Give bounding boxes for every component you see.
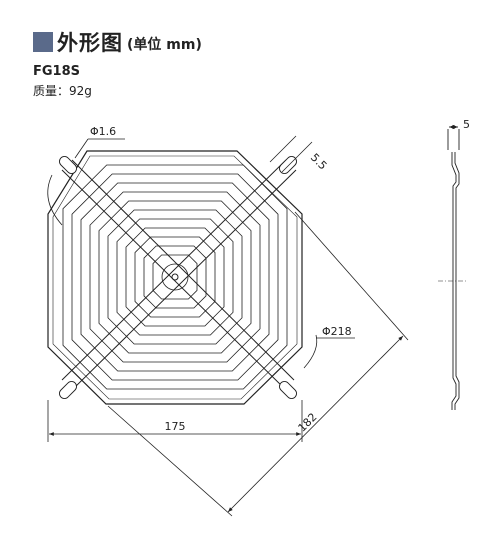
guard-ring — [107, 209, 243, 345]
depth-label: 5 — [463, 118, 470, 131]
mass-label: 质量：92g — [33, 84, 92, 98]
ring-diameter-callout — [303, 334, 355, 369]
guard-ring — [71, 173, 279, 381]
slot-width-callout — [269, 135, 313, 173]
wire-diameter-callout — [47, 138, 125, 226]
diagonal-dimension — [107, 211, 409, 517]
page-title: 外形图 — [57, 31, 123, 55]
width-label: 175 — [165, 420, 186, 433]
header-bullet — [33, 32, 53, 52]
cross-wires — [61, 159, 297, 391]
guard-ring — [125, 227, 225, 327]
guard-ring — [134, 236, 216, 318]
guard-ring — [80, 182, 270, 372]
guard-ring — [89, 191, 261, 363]
frame-outline — [47, 150, 303, 405]
section-header: 外形图 (单位 mm) — [33, 30, 202, 55]
unit-label: (单位 mm) — [127, 37, 202, 53]
guard-rings — [62, 164, 288, 390]
guard-ring — [152, 254, 198, 300]
side-view — [438, 124, 466, 410]
guard-ring — [62, 164, 288, 390]
wire-diameter-label: Φ1.6 — [90, 125, 116, 138]
ring-diameter-label: Φ218 — [322, 325, 352, 338]
model-number: FG18S — [33, 64, 81, 79]
guard-ring — [98, 200, 252, 354]
center-hub — [161, 263, 189, 291]
guard-ring — [143, 245, 207, 309]
slot-width-label: 5.5 — [308, 151, 330, 173]
diagonal-label: 182 — [296, 411, 320, 435]
guard-ring — [116, 218, 234, 336]
